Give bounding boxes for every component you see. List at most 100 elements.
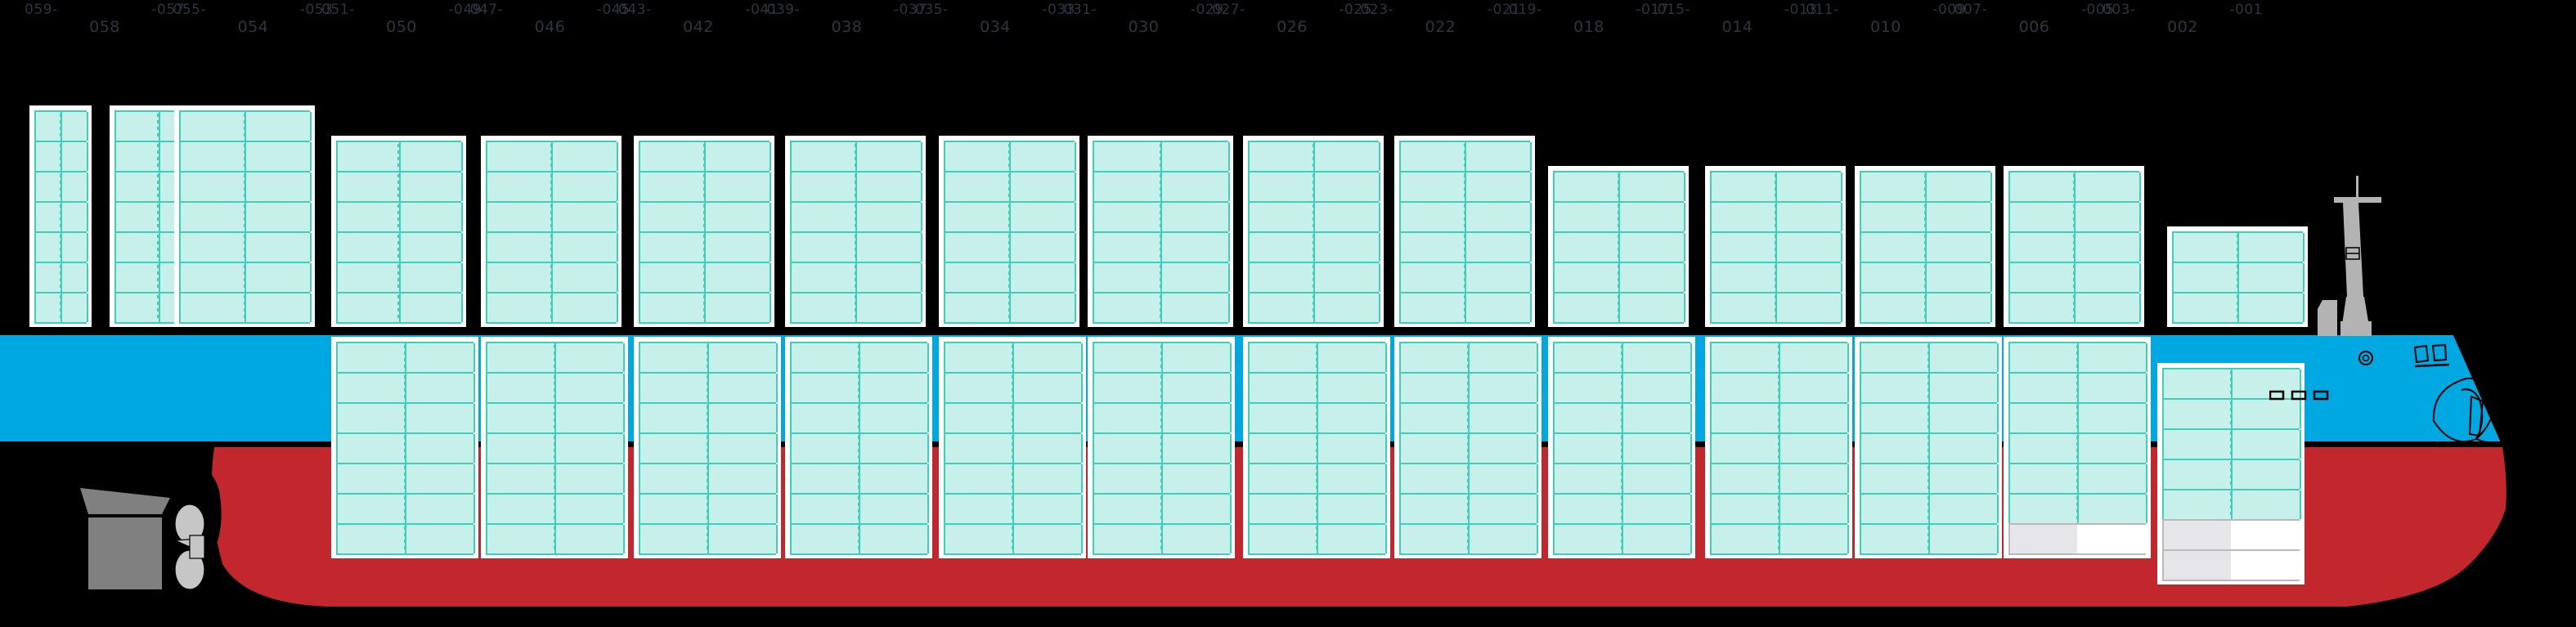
container-slot[interactable] (114, 233, 160, 262)
container-slot[interactable] (2162, 400, 2233, 428)
container-slot[interactable] (855, 172, 922, 201)
container-slot[interactable] (1553, 172, 1620, 201)
container-slot[interactable] (707, 374, 778, 402)
container-slot[interactable] (114, 172, 160, 201)
container-slot[interactable] (1468, 404, 1538, 432)
container-slot[interactable] (1468, 495, 1538, 523)
container-slot[interactable] (1860, 293, 1927, 322)
container-slot[interactable] (336, 172, 401, 201)
bay-label-odd-left[interactable]: 027- (1212, 2, 1245, 18)
container-tier[interactable] (639, 493, 778, 525)
container-slot[interactable] (944, 404, 1014, 432)
hold-stack-bay-034[interactable] (1088, 337, 1235, 558)
container-slot[interactable] (1465, 142, 1532, 171)
deck-stack-bay-018[interactable] (1548, 166, 1689, 327)
container-slot[interactable] (1248, 464, 1318, 493)
container-slot[interactable] (1399, 233, 1466, 262)
container-slot[interactable] (2008, 495, 2079, 523)
container-slot[interactable] (1161, 464, 1232, 493)
container-tier[interactable] (1553, 432, 1692, 464)
container-slot[interactable] (2074, 233, 2141, 262)
container-tier[interactable] (639, 231, 771, 263)
container-slot[interactable] (790, 374, 860, 402)
container-slot[interactable] (486, 525, 556, 553)
container-tier[interactable] (1399, 171, 1532, 203)
container-tier[interactable] (34, 171, 88, 203)
container-tier[interactable] (1860, 201, 1992, 233)
container-slot[interactable] (1009, 172, 1076, 201)
container-slot[interactable] (1465, 263, 1532, 292)
container-tier[interactable] (1710, 463, 1849, 495)
bay-label-odd-left[interactable]: 015- (1657, 2, 1691, 18)
container-slot[interactable] (944, 263, 1011, 292)
container-tier[interactable] (34, 201, 88, 233)
container-tier[interactable] (1860, 342, 1999, 374)
bay-label-odd-right[interactable]: -001 (2229, 2, 2263, 18)
container-slot[interactable] (1860, 464, 1930, 493)
deck-stack-bay-050[interactable] (331, 136, 466, 327)
container-slot[interactable] (34, 293, 62, 322)
container-slot[interactable] (398, 203, 463, 231)
container-slot[interactable] (2077, 434, 2147, 463)
container-tier[interactable] (790, 171, 922, 203)
container-tier[interactable] (1093, 141, 1230, 172)
container-slot[interactable] (61, 203, 88, 231)
container-slot[interactable] (2008, 172, 2076, 201)
container-slot[interactable] (1553, 434, 1623, 463)
hold-stack-bay-022[interactable] (1548, 337, 1695, 558)
container-slot[interactable] (859, 434, 929, 463)
container-tier[interactable] (2008, 493, 2147, 525)
container-tier[interactable] (1553, 231, 1685, 263)
bay-label-odd-left[interactable]: 055- (173, 2, 207, 18)
container-tier[interactable] (2172, 262, 2304, 293)
container-slot[interactable] (1618, 263, 1685, 292)
container-slot[interactable] (1093, 434, 1163, 463)
container-slot[interactable] (707, 434, 778, 463)
bay-label-odd-right[interactable]: -017 (1636, 2, 1669, 18)
container-slot[interactable] (2162, 460, 2233, 489)
container-tier[interactable] (1553, 201, 1685, 233)
container-tier[interactable] (1399, 463, 1538, 495)
container-slot[interactable] (1779, 374, 1849, 402)
container-slot[interactable] (1860, 233, 1927, 262)
container-slot[interactable] (639, 233, 706, 262)
container-slot[interactable] (1160, 142, 1230, 171)
container-slot[interactable] (2074, 172, 2141, 201)
container-slot[interactable] (486, 233, 553, 262)
container-tier[interactable] (1553, 493, 1692, 525)
container-slot[interactable] (1618, 172, 1685, 201)
container-slot[interactable] (1009, 263, 1076, 292)
container-slot[interactable] (486, 434, 556, 463)
bay-label-odd-left[interactable]: 011- (1806, 2, 1839, 18)
container-slot[interactable] (944, 233, 1011, 262)
hold-stack-bay-014[interactable] (1855, 337, 2002, 558)
container-tier[interactable] (336, 141, 463, 172)
container-slot[interactable] (1161, 343, 1232, 372)
bay-label-even[interactable]: 014 (1721, 18, 1753, 36)
bay-label-even[interactable]: 026 (1277, 18, 1308, 36)
container-slot[interactable] (1710, 464, 1780, 493)
container-tier[interactable] (1553, 342, 1692, 374)
container-slot[interactable] (790, 525, 860, 553)
container-slot[interactable] (554, 525, 625, 553)
container-tier[interactable] (2008, 523, 2147, 555)
container-tier[interactable] (1860, 523, 1999, 555)
container-tier[interactable] (2008, 171, 2141, 203)
container-tier[interactable] (486, 141, 618, 172)
container-tier[interactable] (2008, 402, 2147, 434)
container-slot[interactable] (2074, 203, 2141, 231)
bay-label-odd-left[interactable]: 007- (1954, 2, 1988, 18)
container-slot[interactable] (2162, 490, 2233, 519)
container-slot[interactable] (639, 404, 709, 432)
container-slot[interactable] (1468, 343, 1538, 372)
container-slot[interactable] (1012, 525, 1083, 553)
container-slot[interactable] (1465, 203, 1532, 231)
container-tier[interactable] (486, 372, 625, 404)
deck-stack-bay-058-a[interactable] (29, 105, 92, 327)
container-slot[interactable] (1399, 293, 1466, 322)
container-tier[interactable] (336, 372, 475, 404)
container-slot[interactable] (2077, 343, 2147, 372)
container-slot[interactable] (2008, 464, 2079, 493)
